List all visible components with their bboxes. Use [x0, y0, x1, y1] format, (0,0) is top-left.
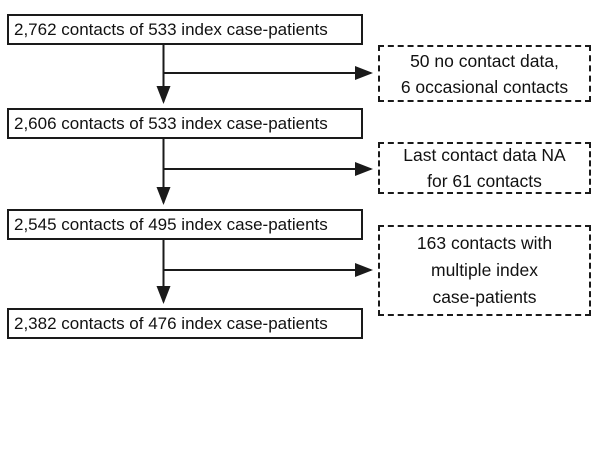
exclusion-box-multiple-index: 163 contacts with multiple index case-pa… [378, 225, 591, 316]
flow-box-label: 2,545 contacts of 495 index case-patient… [14, 214, 328, 234]
flow-box-after-first-exclusion: 2,606 contacts of 533 index case-patient… [7, 108, 363, 139]
exclusion-line: 50 no contact data, [410, 50, 559, 71]
exclusion-box-no-contact-data: 50 no contact data, 6 occasional contact… [378, 45, 591, 102]
flow-box-final-contacts: 2,382 contacts of 476 index case-patient… [7, 308, 363, 339]
exclusion-line: for 61 contacts [427, 171, 542, 191]
flow-box-total-contacts: 2,762 contacts of 533 index case-patient… [7, 14, 363, 45]
exclusion-line: 6 occasional contacts [400, 76, 569, 97]
flow-box-after-second-exclusion: 2,545 contacts of 495 index case-patient… [7, 209, 363, 240]
exclusion-line: 163 contacts with [416, 233, 553, 253]
flow-box-label: 2,762 contacts of 533 index case-patient… [14, 19, 328, 39]
exclusion-box-last-contact-na: Last contact data NA for 61 contacts [378, 142, 591, 194]
exclusion-line: Last contact data NA [403, 145, 566, 165]
flow-box-label: 2,606 contacts of 533 index case-patient… [14, 113, 328, 133]
exclusion-line: multiple index [431, 260, 538, 280]
exclusion-line: case-patients [432, 287, 537, 307]
flow-box-label: 2,382 contacts of 476 index case-patient… [14, 313, 328, 333]
